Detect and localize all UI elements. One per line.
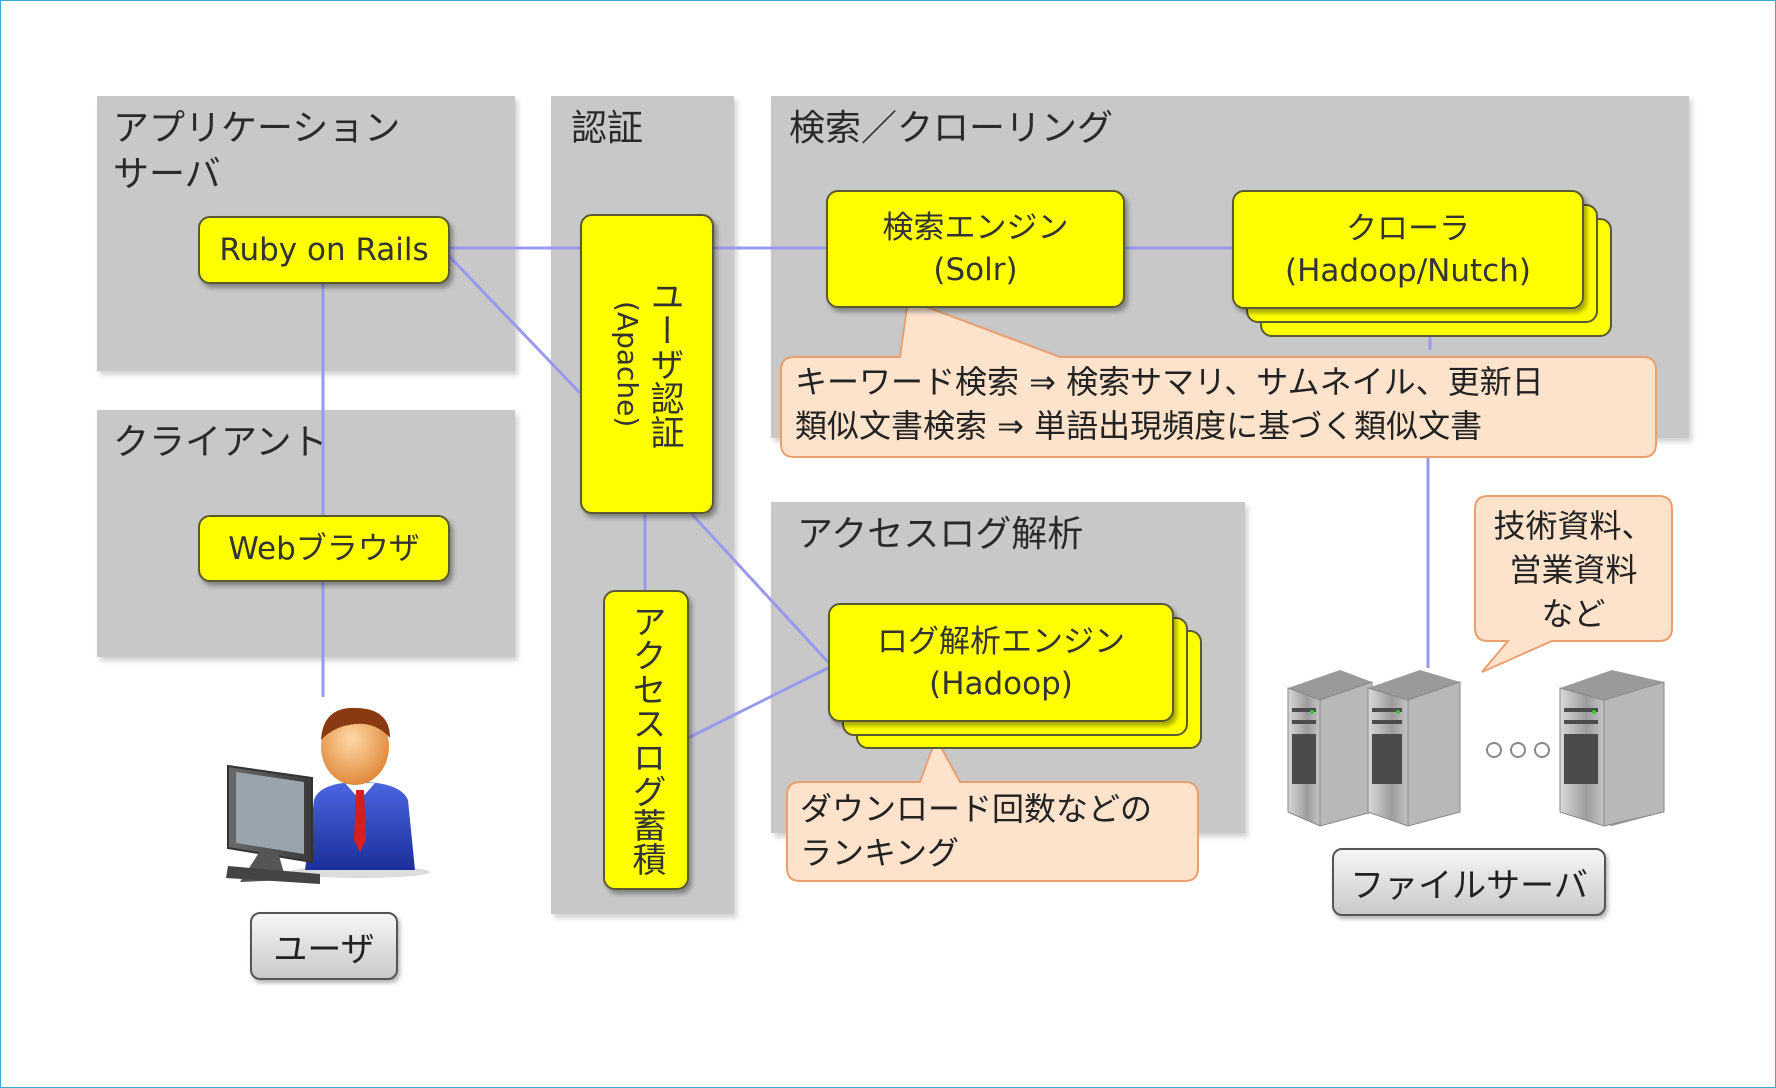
user-icon xyxy=(226,707,430,884)
rails-label: Ruby on Rails xyxy=(219,232,429,268)
search-engine-sub: (Solr) xyxy=(933,252,1018,288)
connector-rails-auth-diag xyxy=(446,253,582,395)
server-icon-2 xyxy=(1367,670,1461,827)
crawler-box: クローラ (Hadoop/Nutch) xyxy=(1232,190,1584,309)
user-auth-label: ユーザ認証 xyxy=(644,279,684,449)
connector-auth-logengine xyxy=(686,508,830,664)
server-icon-3 xyxy=(1559,670,1665,827)
log-store-label: アクセスログ蓄積 xyxy=(626,604,666,876)
callout-docs-text: 技術資料、 営業資料 など xyxy=(1493,507,1654,633)
log-engine-box: ログ解析エンジン (Hadoop) xyxy=(828,603,1174,722)
callout-search-text: キーワード検索 ⇒ 検索サマリ、サムネイル、更新日 類似文書検索 ⇒ 単語出現頻… xyxy=(795,363,1544,445)
server-icon-1 xyxy=(1287,670,1373,827)
browser-label: Webブラウザ xyxy=(228,530,420,567)
user-auth-box: ユーザ認証 (Apache) xyxy=(580,214,714,514)
server-ellipsis-dots xyxy=(1486,742,1550,758)
rails-box: Ruby on Rails xyxy=(198,216,450,284)
client-title: クライアント xyxy=(113,422,328,463)
log-store-box: アクセスログ蓄積 xyxy=(603,590,689,890)
file-server-label: ファイルサーバ xyxy=(1332,848,1606,916)
user-auth-sub: (Apache) xyxy=(611,300,644,428)
log-engine-label: ログ解析エンジン xyxy=(877,623,1125,660)
crawler-label: クローラ xyxy=(1346,210,1470,247)
callout-ranking-bubble xyxy=(786,735,1199,882)
callout-search-bubble xyxy=(780,298,1657,458)
callout-ranking-text: ダウンロード回数などの ランキング xyxy=(800,790,1153,872)
callout-docs-bubble xyxy=(1474,495,1673,673)
search-engine-label: 検索エンジン xyxy=(882,210,1069,246)
crawler-sub: (Hadoop/Nutch) xyxy=(1285,252,1531,289)
connector-logstore-logengine xyxy=(687,666,829,740)
search-crawl-title: 検索／クローリング xyxy=(789,108,1114,149)
access-log-title: アクセスログ解析 xyxy=(797,514,1084,555)
browser-box: Webブラウザ xyxy=(198,515,450,582)
user-label: ユーザ xyxy=(250,912,398,980)
log-engine-sub: (Hadoop) xyxy=(929,665,1073,702)
auth-title: 認証 xyxy=(571,108,644,149)
search-engine-box: 検索エンジン (Solr) xyxy=(826,190,1125,308)
app-server-title: アプリケーション サーバ xyxy=(113,108,401,195)
